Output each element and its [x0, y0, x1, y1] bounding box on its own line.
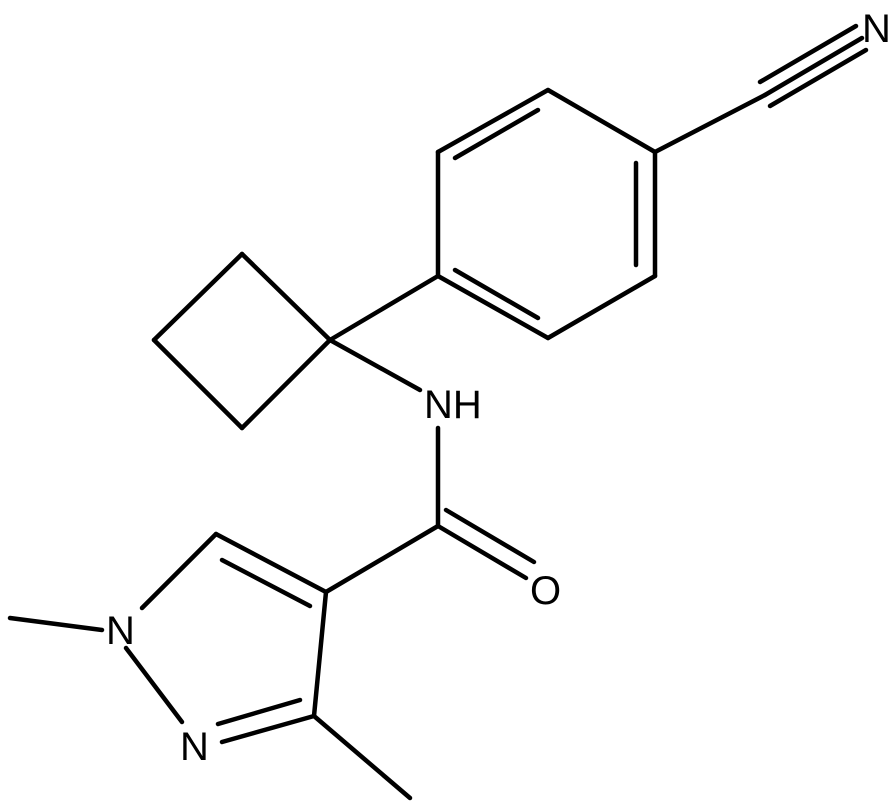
c3-methyl-bond	[311, 713, 413, 801]
pyrazole-c4-c5-inner-bond	[219, 557, 313, 609]
benzene-bond-4	[435, 273, 551, 341]
aryl-to-cyclobutane-bond	[327, 273, 441, 343]
aryl-to-nitrile-bond	[652, 92, 768, 155]
benzene-bond-1	[545, 87, 658, 155]
pyrazole-c3-c4-bond	[311, 589, 329, 719]
nitrile-n-label: N	[862, 7, 891, 51]
carbonyl-to-pyrazole-bond	[323, 523, 441, 595]
benzene-bond-5	[545, 273, 658, 341]
pyrazole-n2-label: N	[180, 725, 209, 769]
pyrazole-n1-n2-bond	[123, 645, 185, 725]
pyrazole-n2-c3-bond	[219, 713, 317, 745]
atom-labels: N NH O N N	[106, 7, 891, 769]
amide-nh-label: NH	[424, 383, 482, 427]
cyclobutane-bond-4	[239, 337, 333, 431]
bonds	[7, 23, 869, 801]
cyclobutane-to-nh-bond	[327, 337, 423, 393]
cyclobutane-bond-3	[151, 337, 245, 431]
n1-methyl-bond	[7, 615, 105, 633]
benzene-bond-2	[435, 87, 551, 155]
carbonyl-o-label: O	[530, 569, 561, 613]
cyclobutane-bond-2	[151, 251, 245, 343]
pyrazole-c4-c5-bond	[213, 531, 329, 595]
carbonyl-bond-a	[435, 523, 529, 581]
cyclobutane-bond-1	[239, 251, 333, 343]
pyrazole-c5-n1-bond	[139, 531, 219, 611]
nitrile-bond-c	[767, 47, 869, 109]
carbonyl-bond-b	[443, 507, 537, 565]
benzene-inner-bond-3	[452, 267, 541, 321]
nitrile-bond-b	[762, 35, 865, 98]
nitrile-bond-a	[757, 23, 859, 85]
pyrazole-n2-c3-inner-bond	[215, 697, 303, 727]
benzene-inner-bond-1	[452, 107, 541, 161]
pyrazole-n1-label: N	[106, 609, 135, 653]
